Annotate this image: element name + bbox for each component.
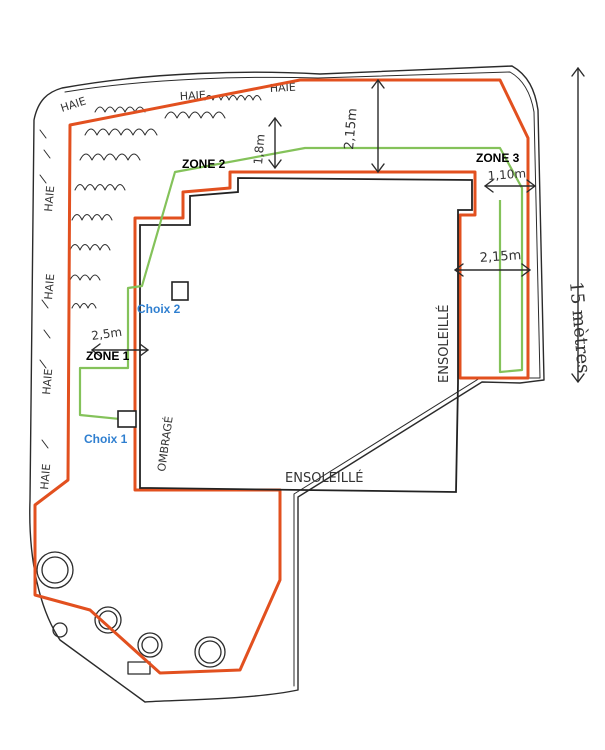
lawn-boundary xyxy=(33,78,530,675)
shaded-label: OMBRAGÉ xyxy=(155,415,176,472)
zone-3-label: ZONE 3 xyxy=(476,151,520,165)
dimension-right-width: 2,15m xyxy=(479,248,522,266)
dimension-top-width: 2,15m xyxy=(342,108,361,151)
property-outline xyxy=(29,65,545,703)
choice-1-label: Choix 1 xyxy=(84,432,128,446)
dimension-left-gap: 2,5m xyxy=(90,325,122,343)
property-outline-second-stroke xyxy=(64,71,541,687)
guide-wire xyxy=(78,146,524,422)
hedge-label-left-2: HAIE xyxy=(42,273,57,300)
sunny-label-bottom: ENSOLEILLÉ xyxy=(285,470,363,486)
dimension-right-gap: 1,10m xyxy=(487,166,526,183)
total-length-label: 15 mètres xyxy=(565,281,594,375)
shrubs xyxy=(36,551,226,675)
hedge-label-top-left: HAIE xyxy=(59,94,88,114)
hedge-label-left-3: HAIE xyxy=(40,368,55,395)
dimension-top-gap: 1,8m xyxy=(251,133,268,165)
dimension-arrows xyxy=(91,67,585,383)
zone-2-label: ZONE 2 xyxy=(182,157,226,171)
choice-2-label: Choix 2 xyxy=(137,302,181,316)
hedge-label-left-4: HAIE xyxy=(38,463,53,490)
hedge-label-left-1: HAIE xyxy=(42,185,57,212)
zone-1-label: ZONE 1 xyxy=(86,349,130,363)
choice-2-marker xyxy=(171,281,189,301)
hedge-scribbles xyxy=(39,95,262,449)
house-outline xyxy=(139,177,473,493)
sunny-label-right: ENSOLEILLÉ xyxy=(436,305,452,383)
choice-1-marker xyxy=(117,410,137,428)
